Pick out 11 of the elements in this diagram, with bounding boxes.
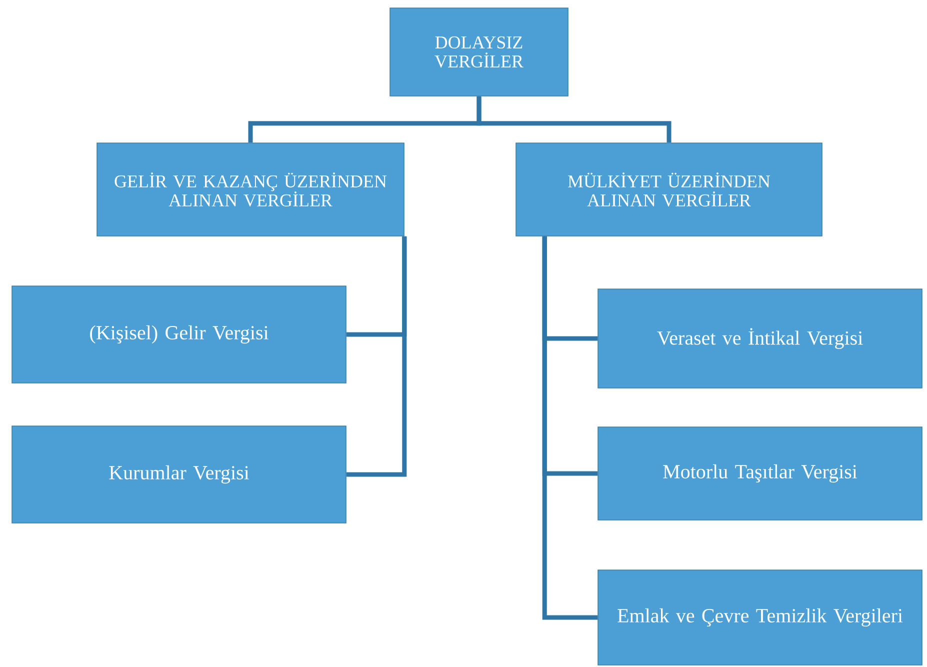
connector-line	[346, 236, 407, 477]
category-box: Emlak ve Çevre Temizlik Vergileri	[598, 570, 922, 666]
category-box: Motorlu Taşıtlar Vergisi	[598, 426, 922, 520]
category-box: MÜLKİYET ÜZERİNDEN ALINAN VERGİLER	[516, 142, 822, 236]
category-box: GELİR VE KAZANÇ ÜZERİNDEN ALINAN VERGİLER	[96, 142, 404, 236]
connector-line	[476, 96, 672, 143]
category-box: (Kişisel) Gelir Vergisi	[12, 286, 346, 384]
connector-line	[542, 236, 598, 620]
category-box: Veraset ve İntikal Vergisi	[598, 288, 922, 388]
category-box: Kurumlar Vergisi	[12, 426, 346, 524]
category-box: DOLAYSIZ VERGİLER	[390, 8, 568, 96]
